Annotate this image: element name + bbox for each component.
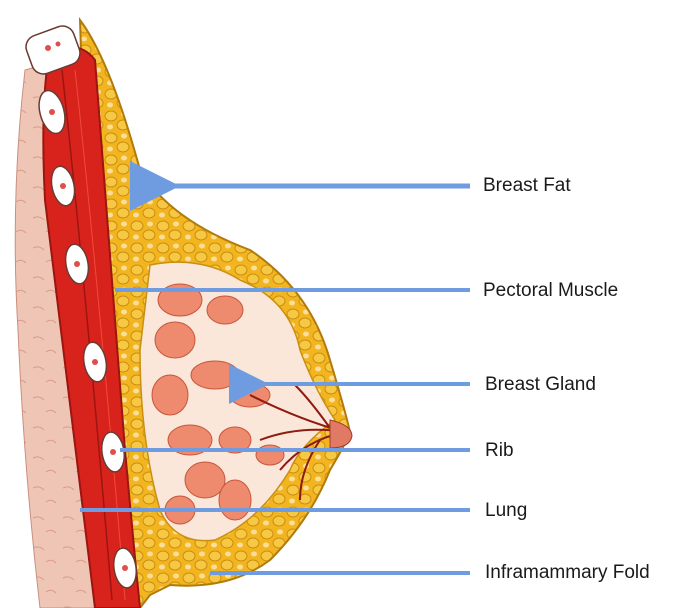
label-rib: Rib: [485, 440, 514, 462]
label-pectoral-muscle: Pectoral Muscle: [483, 280, 618, 302]
label-breast-fat: Breast Fat: [483, 175, 571, 197]
label-breast-gland: Breast Gland: [485, 374, 596, 396]
label-lung: Lung: [485, 500, 527, 522]
label-inframammary-fold: Inframammary Fold: [485, 562, 650, 584]
